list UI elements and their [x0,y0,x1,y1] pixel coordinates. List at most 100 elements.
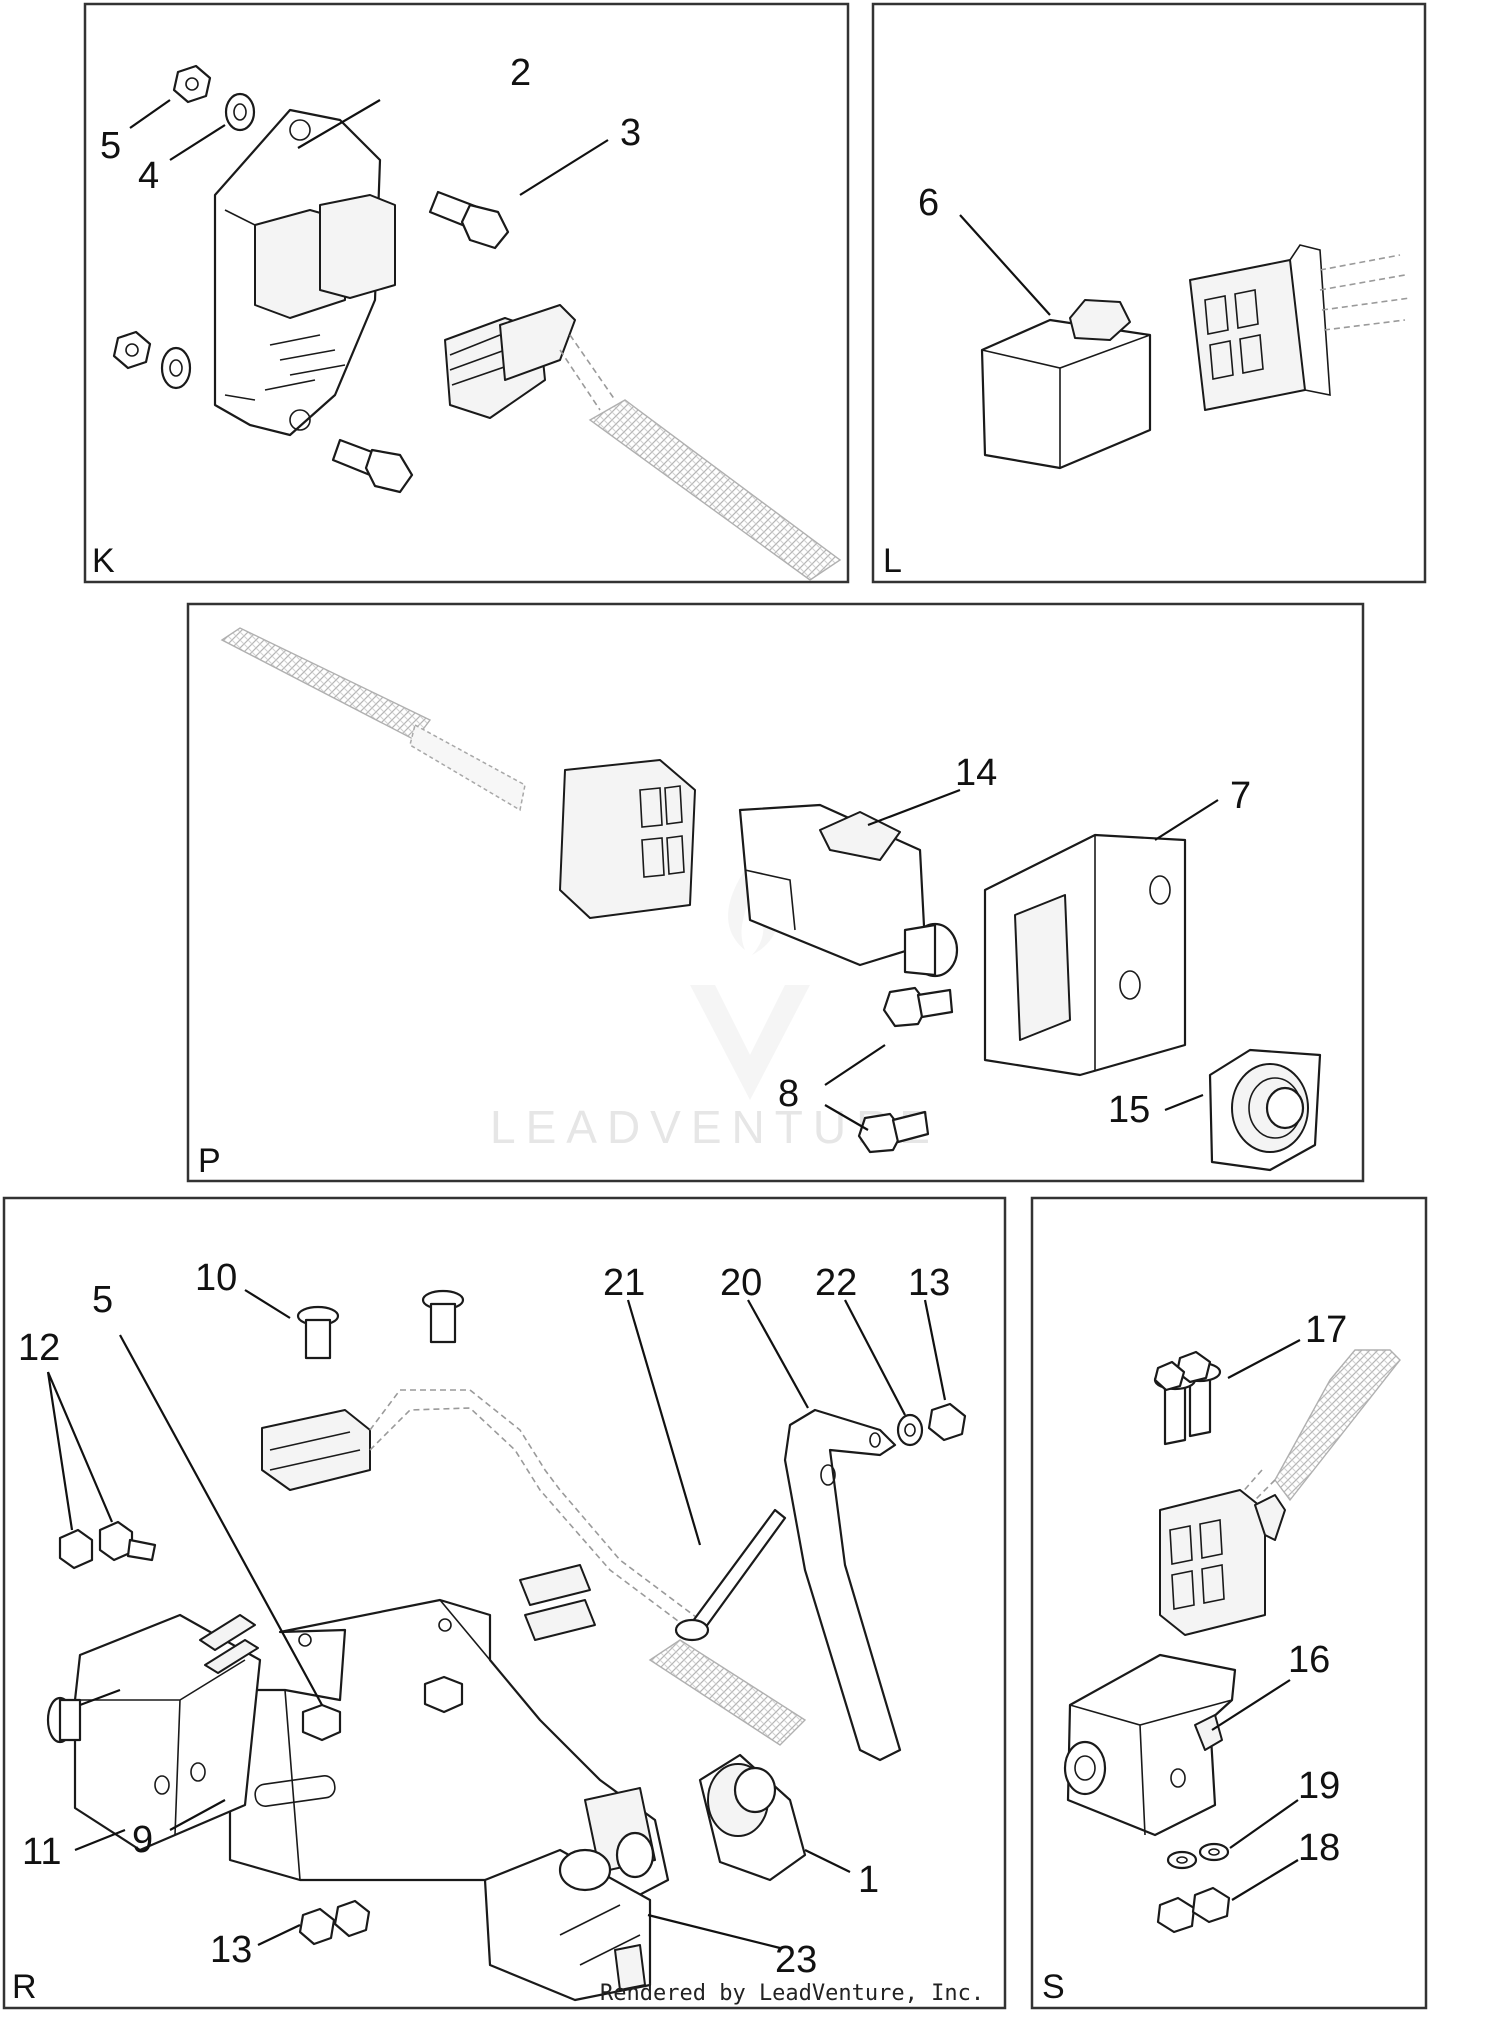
callout-5: 5 [100,125,121,167]
nuts-part-13-lower [298,1899,371,1946]
callout-15: 15 [1108,1089,1150,1131]
callout-17: 17 [1305,1309,1347,1351]
pin-part-21 [674,1508,787,1642]
leader-20 [747,1299,809,1409]
callout-16: 16 [1288,1639,1330,1681]
leader-11 [74,1688,126,1852]
leader-13-lower [257,1924,301,1946]
rivet-part-10-left [296,1305,340,1360]
panel-k-label: K [92,542,115,580]
callout-20: 20 [720,1262,762,1304]
relay-socket-connector [1189,244,1411,411]
leader-17 [1227,1339,1301,1379]
panel-k-frame [83,2,850,584]
watermark: LEADVENTURE [490,870,940,1153]
nut-lower [112,330,152,370]
washer-lower [160,346,192,390]
callout-11: 11 [22,1831,61,1873]
switch-part-23 [483,1831,655,2002]
bolt-part-8-lower [857,1110,930,1154]
watermark-text: LEADVENTURE [490,1101,940,1153]
callout-2: 2 [510,52,531,94]
leader-19 [1229,1799,1299,1849]
leader-5 [129,99,171,129]
panel-l-frame [871,2,1427,584]
callout-4: 4 [138,155,159,197]
leader-13-upper [923,1299,947,1401]
nut-part-13-upper [927,1402,967,1442]
panel-s-frame [1030,1196,1428,2010]
nut-part-5-r [301,1703,342,1742]
callout-9: 9 [132,1819,153,1861]
panel-s: S [1030,1196,1428,2010]
render-credit: Rendered by LeadVenture, Inc. [600,1981,984,2006]
panel-l: L 6 [871,2,1427,584]
callout-21: 21 [603,1262,645,1304]
switch-part-14 [738,803,959,978]
leader-14 [867,788,961,827]
nut-part-5 [172,64,212,104]
callout-8: 8 [778,1073,799,1115]
panel-s-label: S [1042,1968,1065,2006]
nuts-part-18 [1156,1886,1231,1934]
leader-5-r [119,1334,323,1706]
washers-part-19 [1166,1842,1230,1870]
leader-8 [824,1044,886,1131]
leader-18 [1231,1859,1299,1901]
panel-r-label: R [12,1968,37,2006]
leader-15 [1164,1093,1204,1112]
leader-3 [519,139,609,196]
leader-23 [647,1913,781,1950]
relay-harness-connector [444,304,842,581]
leader-22 [844,1299,906,1416]
leader-6 [959,214,1051,316]
relay-part-6 [980,299,1152,470]
callout-5-r: 5 [92,1279,113,1321]
leader-2 [297,99,381,149]
lever-part-20 [783,1408,902,1762]
washer-part-22 [896,1413,924,1447]
callout-7: 7 [1230,775,1251,817]
washer-part-4 [224,92,256,132]
leader-7 [1154,799,1219,841]
callout-14: 14 [955,752,997,794]
callout-10: 10 [195,1257,237,1299]
rivet-part-10-right [421,1289,465,1344]
bolt-part-3 [428,190,510,250]
leader-4 [169,124,226,161]
switch-boot-part-1 [698,1753,807,1882]
switch-harness-s [1159,1349,1401,1636]
callout-13-lower: 13 [210,1929,252,1971]
panel-l-label: L [883,542,902,580]
callout-18: 18 [1298,1827,1340,1869]
bolt-lower [331,438,414,494]
nut-center [423,1675,464,1714]
screws-part-12 [58,1520,157,1570]
callout-13-upper: 13 [908,1262,950,1304]
callout-23: 23 [775,1939,817,1981]
relay-module-part-2 [213,108,396,437]
switch-part-16 [1063,1653,1237,1837]
callout-12: 12 [18,1327,60,1369]
callout-22: 22 [815,1262,857,1304]
callout-1: 1 [858,1859,879,1901]
switch-harness-cable [220,627,696,919]
panel-k: K [83,2,850,584]
panel-p-label: P [198,1142,221,1180]
callout-3: 3 [620,112,641,154]
panel-p-frame [186,602,1365,1183]
leader-1 [804,1849,851,1873]
switch-part-11 [46,1613,262,1852]
harness-connector-r [261,1389,807,1746]
switch-boot-part-15 [1208,1048,1322,1172]
screws-part-17 [1153,1350,1222,1446]
leader-10 [244,1289,291,1319]
leader-12 [46,1371,114,1531]
callout-6: 6 [918,182,939,224]
panel-r: R [2,1196,1007,2010]
bracket-part-7 [983,833,1187,1077]
panel-r-frame [2,1196,1007,2010]
leader-16 [1211,1679,1291,1731]
